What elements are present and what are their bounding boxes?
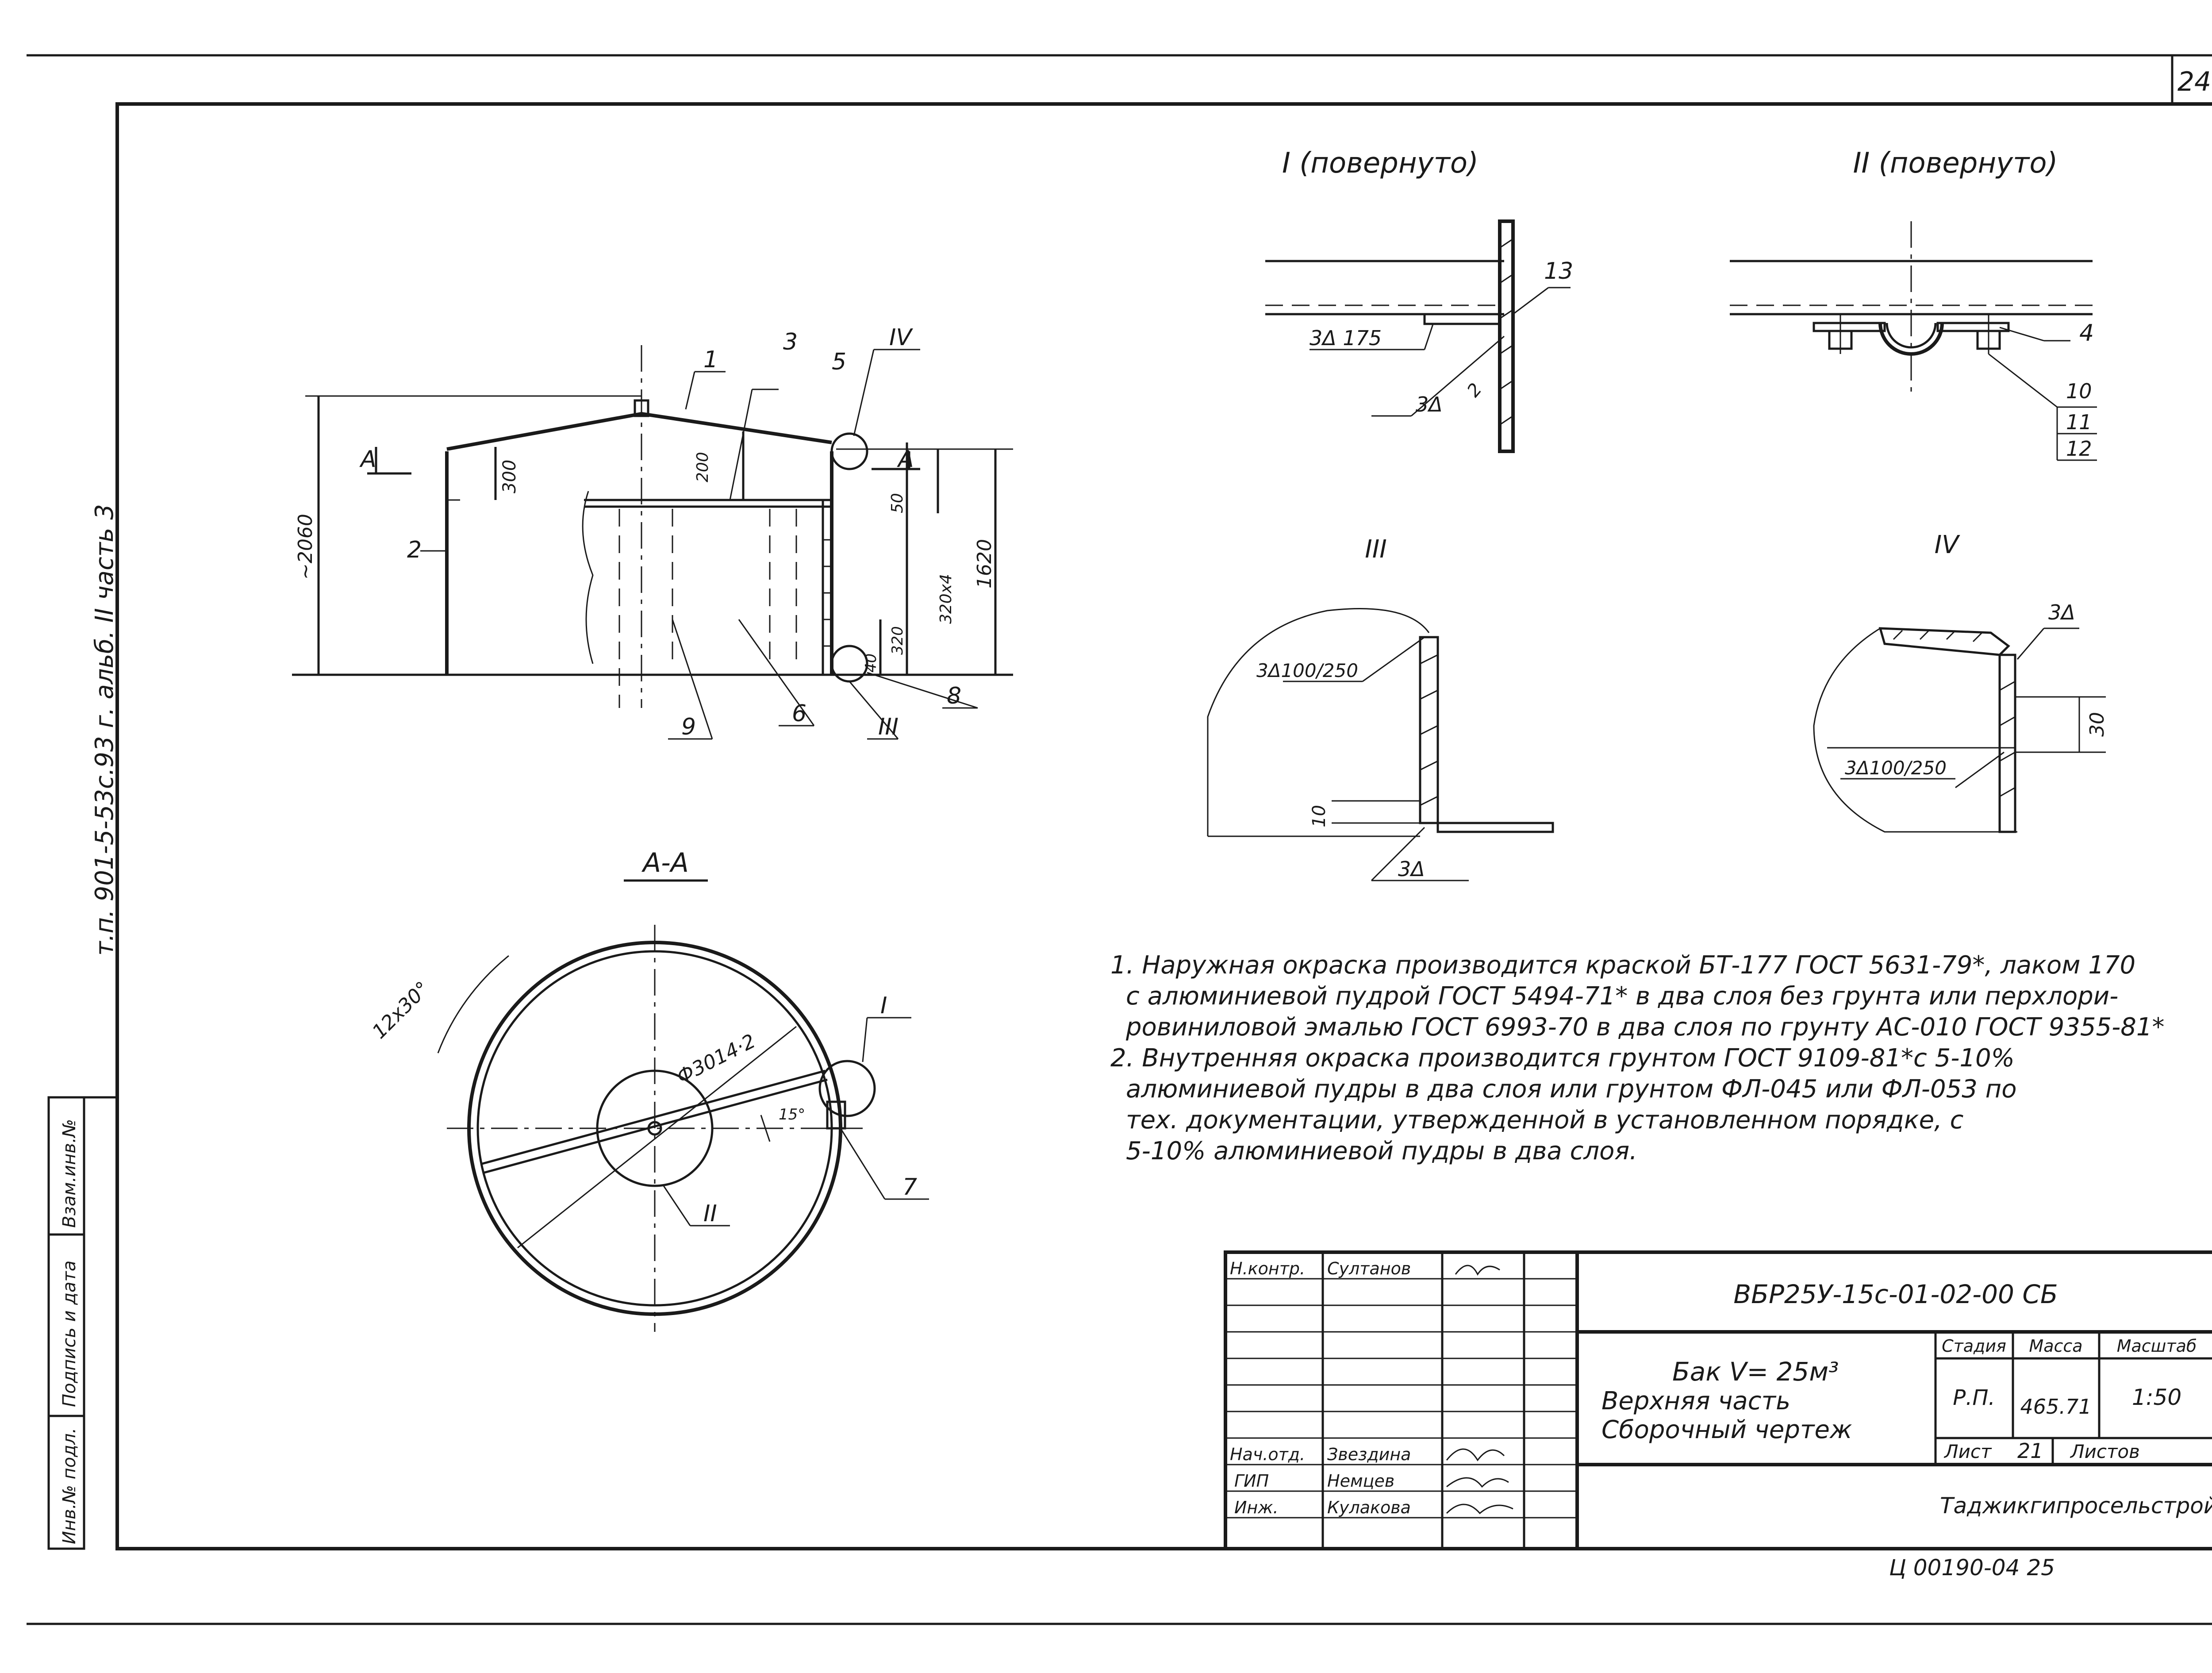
note-line: тех. документации, утвержденной в устано… <box>1126 1106 1964 1135</box>
note-line: алюминиевой пудры в два слоя или грунтом… <box>1126 1075 2017 1104</box>
dim-320x4: 320x4 <box>937 574 955 624</box>
section-aa <box>437 879 929 1332</box>
section-mark-left: А <box>359 446 376 473</box>
side-strip <box>47 1096 117 1550</box>
dim-320: 320 <box>889 626 906 655</box>
detail-1-title: I (повернуто) <box>1282 147 1479 180</box>
role-norm-control: Н.контр. <box>1230 1259 1305 1278</box>
detail-ref-iv: IV <box>889 324 913 351</box>
note-line: 5-10% алюминиевой пудры в два слоя. <box>1126 1137 1637 1165</box>
detail-2-drawing <box>1730 221 2097 461</box>
title-line-2: Верхняя часть <box>1601 1387 1790 1415</box>
stamp-cell-inventory: Инв.№ подл. <box>59 1428 80 1544</box>
scale-value: 1:50 <box>2132 1385 2181 1410</box>
stage-value: Р.П. <box>1953 1385 1995 1410</box>
stamp-cell-signature: Подпись и дата <box>59 1261 80 1407</box>
name-engineer: Кулакова <box>1327 1498 1411 1517</box>
title-line-1: Бак V= 25м³ <box>1672 1357 1839 1387</box>
dim-diameter: Ф3014·2 <box>673 1030 759 1088</box>
dim-50: 50 <box>888 493 906 513</box>
scale-label: Масштаб <box>2117 1336 2197 1356</box>
detail-2-title: II (повернуто) <box>1853 147 2058 180</box>
detail-4-weld: 3Δ <box>2048 600 2075 624</box>
tank-elevation <box>292 345 1013 740</box>
detail-2-label-12: 12 <box>2066 437 2092 461</box>
detail-3-weld-100-250: 3Δ100/250 <box>1256 660 1358 681</box>
detail-4-drawing <box>1813 627 2106 833</box>
sheet-frame <box>27 54 2212 1625</box>
name-chief-engineer: Немцев <box>1327 1471 1394 1491</box>
title-block-grid <box>1224 1250 2212 1550</box>
notes: 1. Наружная окраска производится краской… <box>1110 951 2165 1165</box>
detail-1-label-13: 13 <box>1544 258 1573 285</box>
detail-4-weld-100-250: 3Δ100/250 <box>1845 757 1947 779</box>
title-designation: ВБР25У-15с-01-02-00 СБ <box>1733 1279 2058 1309</box>
role-engineer: Инж. <box>1234 1498 1279 1517</box>
callout-3: 3 <box>783 329 798 355</box>
dim-angle-12x30: 12x30° <box>368 977 434 1043</box>
detail-3-weld: 3Δ <box>1398 857 1425 881</box>
note-line: с алюминиевой пудрой ГОСТ 5494-71* в два… <box>1126 982 2118 1011</box>
project-reference: т.п. 901-5-53с.93 г. альб. II часть 3 <box>90 504 119 956</box>
dim-200: 200 <box>694 452 712 482</box>
sheet-number: 24 <box>2177 66 2211 97</box>
archive-number: Ц 00190-04 25 <box>1889 1555 2055 1581</box>
name-department-head: Звездина <box>1327 1445 1411 1464</box>
organization-name: Таджикгипросельстрой <box>1940 1493 2212 1519</box>
stamp-cell-replacement: Взам.инв.№ <box>59 1119 80 1228</box>
signatures <box>1446 1265 1513 1515</box>
dim-1620: 1620 <box>973 539 996 588</box>
callout-6: 6 <box>792 700 806 727</box>
detail-1-weld-175: 3Δ 175 <box>1310 326 1382 350</box>
dim-40: 40 <box>862 654 880 673</box>
detail-2-label-11: 11 <box>2066 410 2092 434</box>
callout-5: 5 <box>832 349 846 375</box>
stage-label: Стадия <box>1942 1336 2006 1356</box>
role-chief-engineer: ГИП <box>1234 1471 1269 1491</box>
mass-label: Масса <box>2029 1336 2082 1356</box>
title-line-3: Сборочный чертеж <box>1601 1415 1852 1444</box>
name-norm-control: Султанов <box>1327 1259 1411 1278</box>
detail-2-label-4: 4 <box>2079 320 2094 346</box>
dim-overall-height: ~2060 <box>294 514 317 580</box>
detail-3-title: III <box>1365 535 1387 564</box>
sheet-label: Лист <box>1943 1441 1992 1462</box>
detail-1-label-2: 2 <box>1463 379 1486 401</box>
note-line: ровиниловой эмалью ГОСТ 6993-70 в два сл… <box>1125 1013 2165 1042</box>
detail-1-weld: 3Δ <box>1416 392 1443 416</box>
detail-3-drawing <box>1207 608 1554 881</box>
callout-7: 7 <box>902 1174 917 1200</box>
detail-4-dim-30: 30 <box>2086 712 2108 737</box>
detail-2-label-10: 10 <box>2066 379 2092 403</box>
callout-9: 9 <box>681 714 696 740</box>
detail-ref-i: I <box>880 992 887 1019</box>
note-line: 2. Внутренняя окраска производится грунт… <box>1110 1044 2015 1073</box>
detail-3-dim-10: 10 <box>1309 805 1329 827</box>
callout-1: 1 <box>703 346 718 373</box>
sheet-value: 21 <box>2017 1439 2043 1463</box>
detail-ref-ii: II <box>703 1200 717 1227</box>
callout-2: 2 <box>407 537 422 563</box>
detail-4-title: IV <box>1935 531 1961 559</box>
mass-value: 465.71 <box>2020 1395 2092 1419</box>
dim-angle-15: 15° <box>779 1106 805 1123</box>
detail-ref-iii: III <box>878 714 899 740</box>
callout-8: 8 <box>947 683 961 709</box>
role-department-head: Нач.отд. <box>1230 1445 1305 1464</box>
detail-1-drawing <box>1265 219 1571 453</box>
section-mark-right: А <box>897 446 914 473</box>
sheets-label: Листов <box>2070 1441 2140 1462</box>
note-line: 1. Наружная окраска производится краской… <box>1110 951 2135 980</box>
section-aa-title: А-А <box>641 847 689 878</box>
dim-300: 300 <box>499 460 520 493</box>
